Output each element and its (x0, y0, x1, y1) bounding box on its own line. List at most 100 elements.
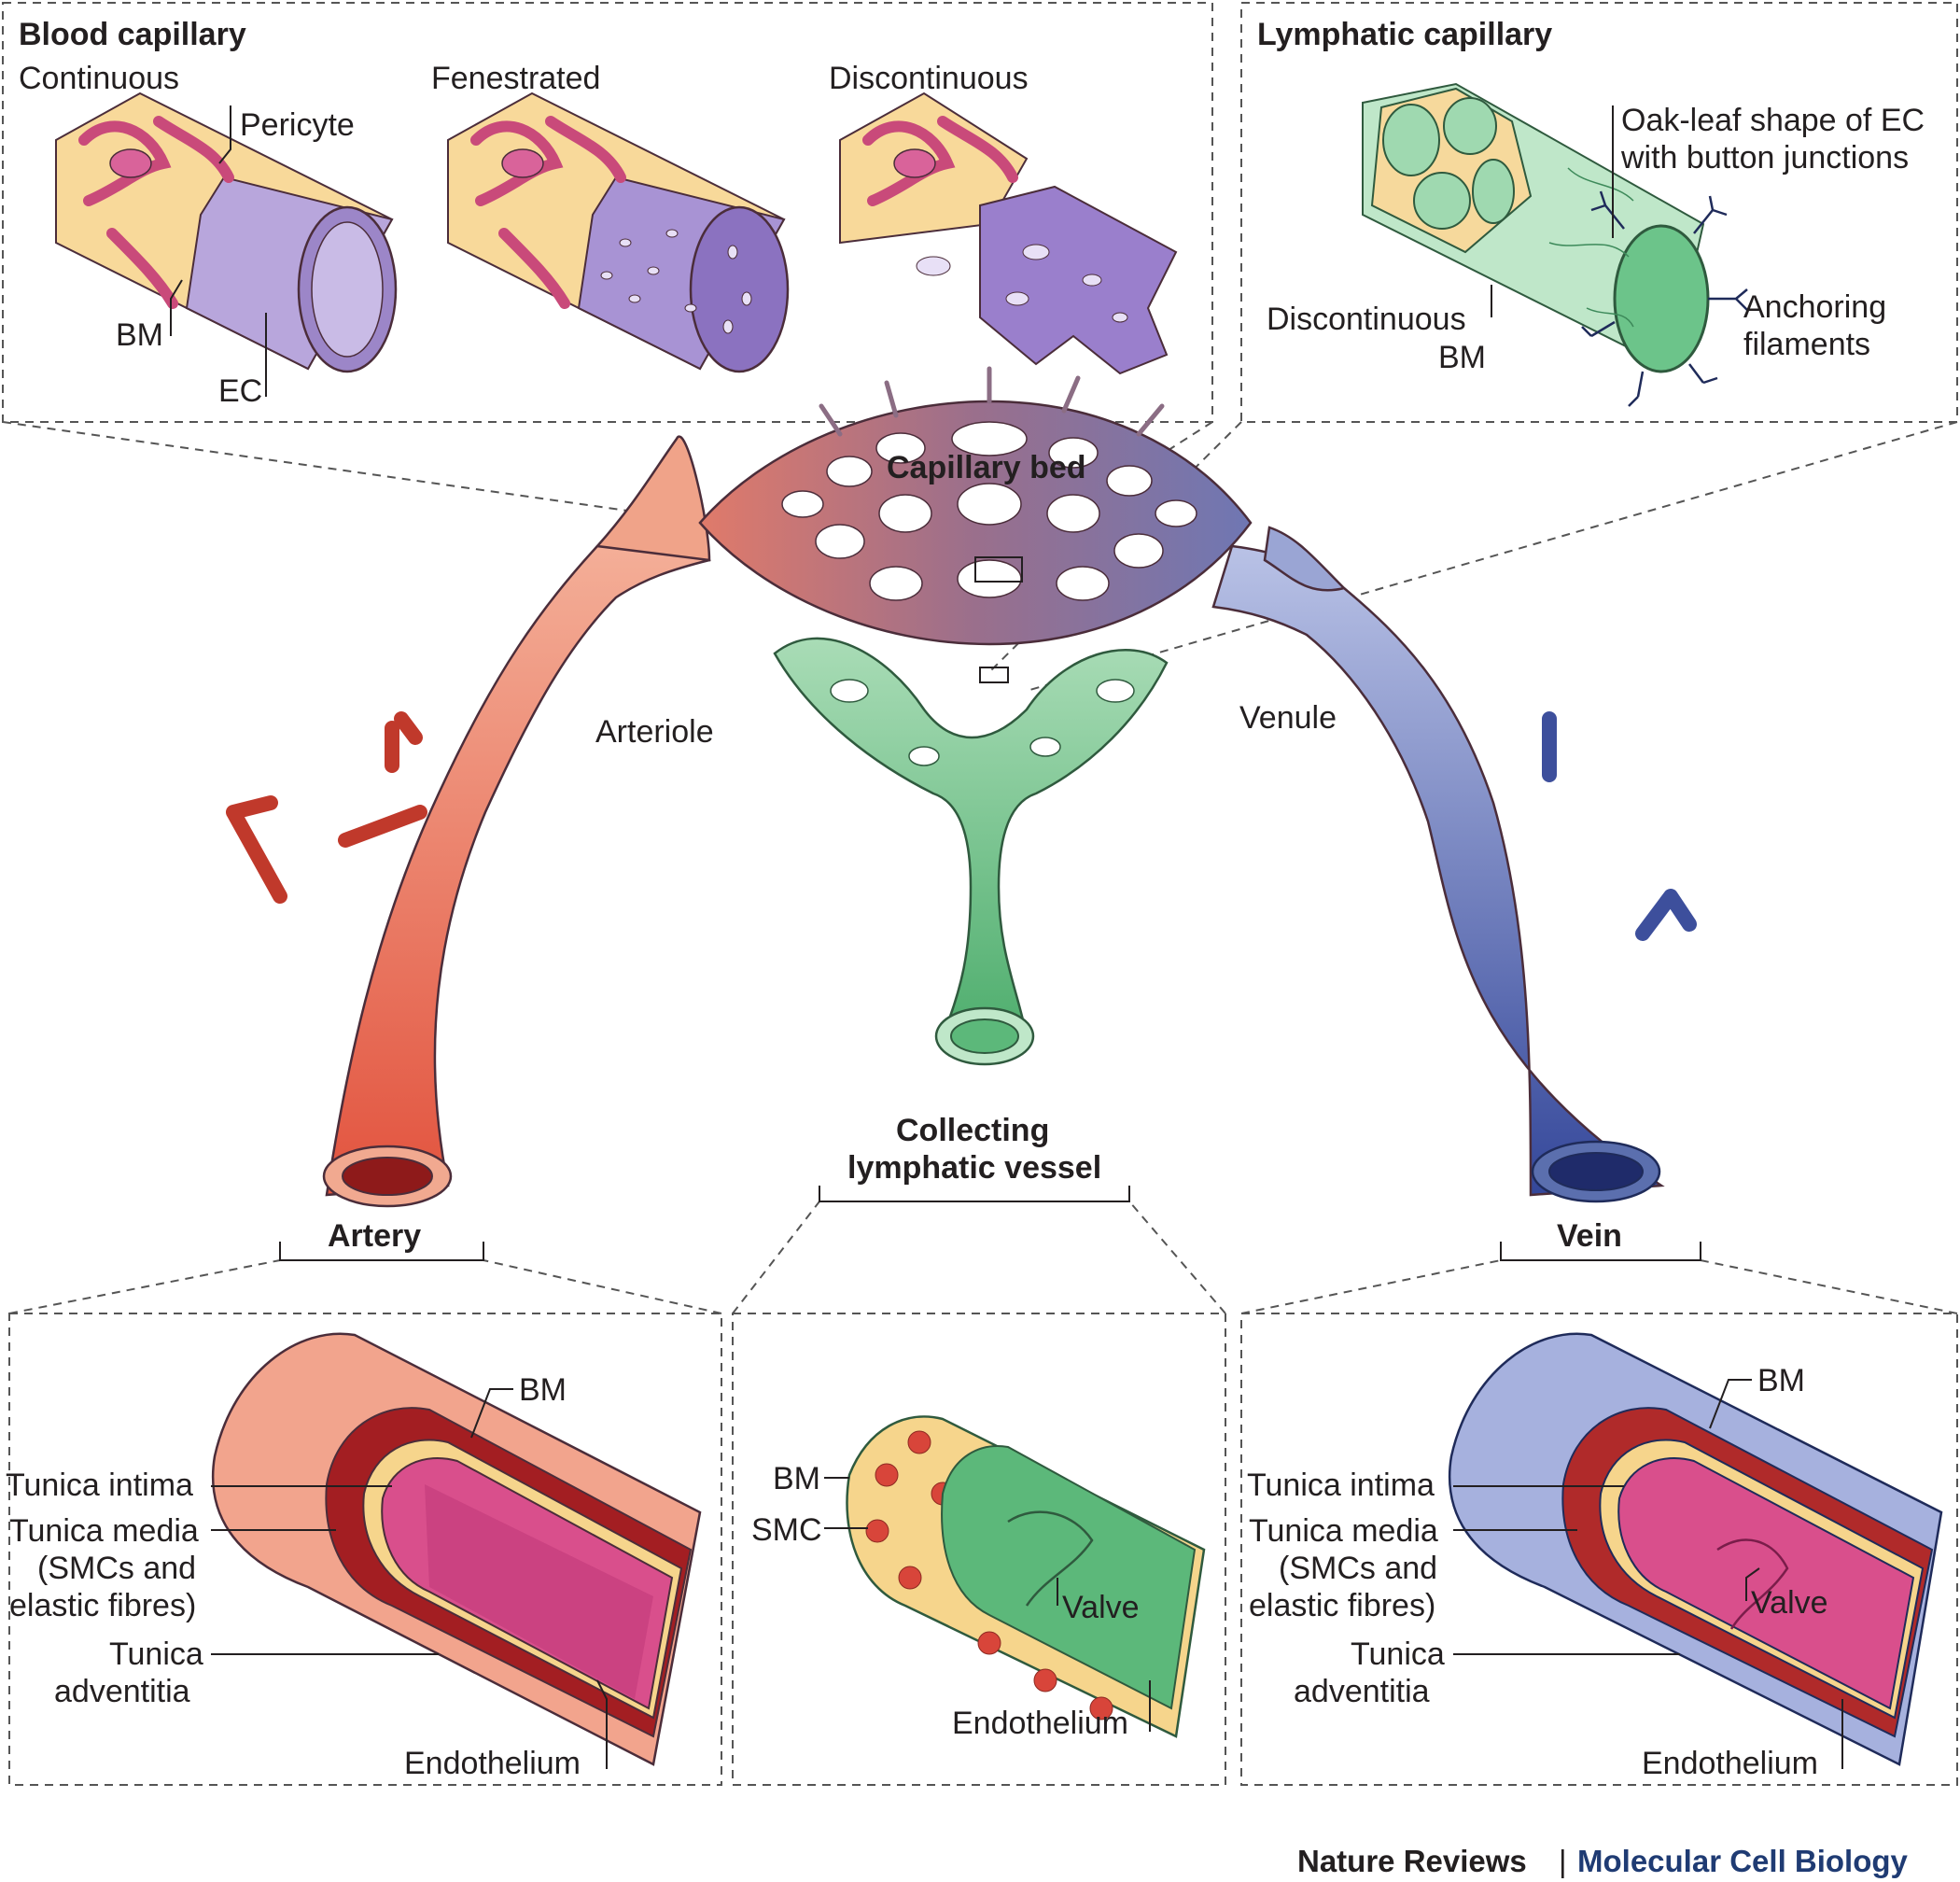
vein-adventitia-label-line1: Tunica (1351, 1636, 1445, 1672)
lymphatic-section-frame (732, 1313, 1226, 1786)
vein-intima (1617, 1456, 1915, 1710)
artery-media-label-line1: Tunica media (9, 1513, 199, 1549)
blood-capillary-title: Blood capillary (19, 17, 246, 52)
vein-endothelium-label: Endothelium (1642, 1746, 1818, 1781)
fenestrated-capillary-illustration (447, 91, 790, 373)
lymphatic-capillary-illustration (1362, 82, 1748, 407)
vein-bracket (1500, 1242, 1701, 1261)
oak-leaf-label-line2: with button junctions (1620, 140, 1909, 176)
artery-endothelium (425, 1484, 653, 1699)
bm-leader (170, 279, 183, 336)
capillary-bed-label: Capillary bed (887, 450, 1086, 485)
continuous-pericyte (78, 116, 234, 309)
discontinuous-pericyte (862, 116, 1018, 206)
disc-bm-label-line2: BM (1438, 340, 1486, 375)
collecting-vessel-label-line1: Collecting (896, 1113, 1049, 1148)
disc-bm-label-line1: Discontinuous (1267, 302, 1466, 337)
zoom-line (8, 1259, 281, 1314)
oak-leaf-label-line1: Oak-leaf shape of EC (1621, 103, 1925, 138)
collecting-bracket (819, 1186, 1130, 1202)
artery-wall-cutaway (211, 1332, 702, 1766)
lymphatic-network (773, 637, 1169, 1038)
artery-bracket (279, 1242, 484, 1261)
type-label-continuous: Continuous (19, 61, 179, 96)
vein-media-label-line1: Tunica media (1249, 1513, 1438, 1549)
lymph-bm-label: BM (773, 1461, 820, 1496)
discontinuous-endothelium (979, 185, 1178, 375)
zoom-line (1240, 1259, 1502, 1314)
lymph-valve-label: Valve (1062, 1590, 1140, 1625)
zoom-line (1700, 1259, 1958, 1314)
pericyte-nucleus (893, 148, 936, 178)
pericyte-leader (218, 105, 231, 164)
artery-adventitia-label-line2: adventitia (54, 1674, 190, 1709)
vein-valve-label: Valve (1751, 1585, 1828, 1621)
zoom-line (732, 1201, 820, 1314)
vein-adventitia-label-line2: adventitia (1294, 1674, 1430, 1709)
smc-cells (865, 1430, 1113, 1720)
artery-bm-label: BM (519, 1372, 567, 1408)
fenestrated-pericyte (470, 116, 626, 309)
pericyte-nucleus (501, 148, 544, 178)
capillary-bed-holes (781, 421, 1197, 601)
button-junctions (1548, 167, 1634, 328)
collecting-vessel-lumen (950, 1018, 1019, 1054)
artery-endothelium-label: Endothelium (404, 1746, 581, 1781)
vein-valve-leader (1745, 1567, 1760, 1601)
lymphatic-section-panel: BM SMC Valve Endothelium (751, 1415, 1206, 1741)
pericyte-label: Pericyte (240, 107, 355, 143)
anchoring-label-line1: Anchoring (1743, 289, 1886, 325)
vein-section-panel: BM Tunica intima Tunica media (SMCs and … (1247, 1332, 1943, 1781)
discontinuous-capillary-illustration (839, 91, 1178, 375)
artery-side-branches (226, 711, 427, 904)
fenestrae (600, 229, 752, 334)
credit-line: Nature Reviews | Molecular Cell Biology (1297, 1844, 1909, 1878)
capillary-sprouts (819, 366, 1165, 437)
artery-lumen (342, 1157, 433, 1196)
vein-media-label-line2: (SMCs and (1279, 1551, 1437, 1586)
anchoring-filaments (1581, 190, 1748, 407)
vein-lumen (1548, 1152, 1644, 1191)
artery-section-frame (8, 1313, 722, 1786)
lymphatic-capillary-title: Lymphatic capillary (1257, 17, 1552, 52)
lymphatic-endothelium-wall (941, 1445, 1197, 1710)
continuous-lumen-inner (311, 221, 384, 358)
vein-media-label-line3: elastic fibres) (1249, 1588, 1435, 1623)
vein-side-branches (1542, 711, 1697, 941)
artery-intima-label: Tunica intima (6, 1468, 193, 1503)
vein-trunk (1211, 544, 1665, 1197)
anchoring-label-line2: filaments (1743, 327, 1870, 362)
vein-bm-leader (1709, 1379, 1752, 1429)
zoom-line (483, 1259, 722, 1314)
credit-separator: | (1559, 1844, 1567, 1878)
vein-wall-cutaway (1448, 1332, 1943, 1766)
type-label-discontinuous: Discontinuous (829, 61, 1029, 96)
vein-intima-label: Tunica intima (1247, 1468, 1435, 1503)
lymphatic-capillary-lumen (1613, 224, 1710, 373)
capillary-zoom-box (974, 556, 1023, 583)
arteriole-branch (595, 435, 711, 562)
blood-capillary-frame (2, 2, 1213, 423)
artery-bm-leader (470, 1388, 513, 1439)
zoom-line (1026, 421, 1958, 692)
collecting-vessel-label-line2: lymphatic vessel (847, 1150, 1101, 1186)
ec-label: EC (218, 373, 262, 409)
credit-journal: Nature Reviews (1297, 1844, 1527, 1878)
lymph-endothelium-label: Endothelium (952, 1706, 1128, 1741)
lymphatic-holes (830, 679, 1135, 766)
vein-section-frame (1240, 1313, 1958, 1786)
bm-label: BM (116, 317, 163, 353)
credit-subtitle: Molecular Cell Biology (1577, 1844, 1909, 1878)
artery-media-label-line2: (SMCs and (37, 1551, 196, 1586)
artery-section-panel: BM Tunica intima Tunica media (SMCs and … (6, 1332, 702, 1781)
artery-trunk (325, 498, 711, 1197)
lymphatic-zoom-box (979, 667, 1009, 683)
lymph-smc-label: SMC (751, 1512, 822, 1548)
blood-capillary-panel: Blood capillary Continuous (19, 17, 1178, 409)
artery-endothelium-leader (596, 1679, 608, 1769)
zoom-line (1128, 1201, 1226, 1314)
lymphatic-valve-leaflet (1007, 1510, 1094, 1607)
venule-branch (1263, 526, 1347, 592)
vein-bm-label: BM (1757, 1363, 1805, 1398)
